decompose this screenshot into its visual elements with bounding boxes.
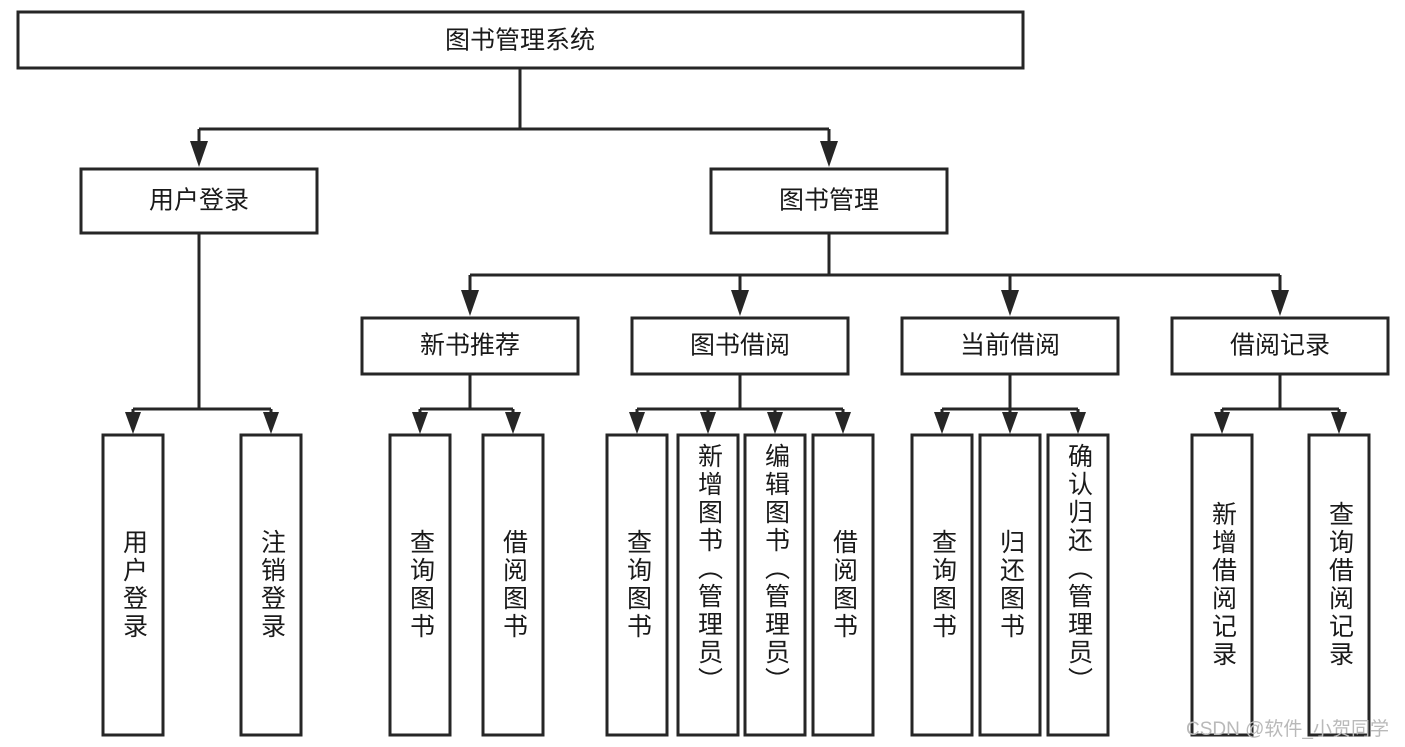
leaf-box-user-login-2[interactable] bbox=[239, 433, 303, 737]
arrow-book-borrow-leaf-4 bbox=[835, 412, 851, 434]
leaf-box-current-borrow-1[interactable] bbox=[910, 433, 974, 737]
arrow-to-user-login bbox=[190, 141, 208, 167]
connector-group-root-to-level2 bbox=[190, 68, 838, 167]
arrow-current-borrow-leaf-1 bbox=[934, 412, 950, 434]
leaf-boxes-borrow-record bbox=[1190, 433, 1371, 737]
arrow-new-book-rec-leaf-2 bbox=[505, 412, 521, 434]
node-borrow-record-box[interactable] bbox=[1170, 316, 1390, 376]
node-current-borrow[interactable]: 当前借阅 bbox=[900, 316, 1120, 376]
arrow-to-current-borrow bbox=[1001, 290, 1019, 316]
node-book-borrow-label: 图书借阅 bbox=[690, 332, 790, 360]
leaf-box-borrow-record-2[interactable] bbox=[1307, 433, 1371, 737]
leaf-boxes-book-borrow bbox=[605, 433, 875, 737]
connector-group-borrow-record-to-leaves bbox=[1214, 374, 1347, 434]
leaf-box-borrow-record-1[interactable] bbox=[1190, 433, 1254, 737]
connector-group-new-book-rec-to-leaves bbox=[412, 374, 521, 434]
leaf-box-book-borrow-2[interactable] bbox=[676, 433, 740, 737]
connector-group-user-login-to-leaves bbox=[125, 233, 279, 434]
arrow-to-borrow-record bbox=[1271, 290, 1289, 316]
leaf-box-book-borrow-1[interactable] bbox=[605, 433, 669, 737]
leaf-box-book-borrow-3[interactable] bbox=[743, 433, 807, 737]
leaf-box-current-borrow-3[interactable] bbox=[1046, 433, 1110, 737]
arrow-to-book-borrow bbox=[731, 290, 749, 316]
arrow-to-book-manage bbox=[820, 141, 838, 167]
leaf-box-user-login-1[interactable] bbox=[101, 433, 165, 737]
arrow-new-book-rec-leaf-1 bbox=[412, 412, 428, 434]
node-book-manage-label: 图书管理 bbox=[779, 187, 879, 215]
arrow-borrow-record-leaf-1 bbox=[1214, 412, 1230, 434]
arrow-user-login-leaf-1 bbox=[125, 412, 141, 434]
arrow-borrow-record-leaf-2 bbox=[1331, 412, 1347, 434]
leaf-boxes-user-login bbox=[101, 433, 303, 737]
node-root[interactable]: 图书管理系统 bbox=[16, 10, 1025, 70]
leaf-box-book-borrow-4[interactable] bbox=[811, 433, 875, 737]
leaf-box-current-borrow-2[interactable] bbox=[978, 433, 1042, 737]
leaf-boxes-new-book-rec bbox=[388, 433, 545, 737]
arrow-book-borrow-leaf-2 bbox=[700, 412, 716, 434]
arrow-book-borrow-leaf-3 bbox=[767, 412, 783, 434]
leaf-box-new-book-rec-1[interactable] bbox=[388, 433, 452, 737]
arrow-to-new-book-rec bbox=[461, 290, 479, 316]
arrow-current-borrow-leaf-3 bbox=[1070, 412, 1086, 434]
node-root-label: 图书管理系统 bbox=[445, 27, 595, 55]
node-user-login-label: 用户登录 bbox=[149, 187, 249, 215]
node-book-manage[interactable]: 图书管理 bbox=[709, 167, 949, 235]
arrow-user-login-leaf-2 bbox=[263, 412, 279, 434]
node-book-borrow-box[interactable] bbox=[630, 316, 850, 376]
leaf-boxes-current-borrow bbox=[910, 433, 1110, 737]
node-new-book-rec[interactable]: 新书推荐 bbox=[360, 316, 580, 376]
node-new-book-rec-label: 新书推荐 bbox=[420, 332, 520, 360]
node-root-box[interactable] bbox=[16, 10, 1025, 70]
node-new-book-rec-box[interactable] bbox=[360, 316, 580, 376]
arrow-book-borrow-leaf-1 bbox=[629, 412, 645, 434]
node-borrow-record-label: 借阅记录 bbox=[1230, 332, 1330, 360]
node-user-login-box[interactable] bbox=[79, 167, 319, 235]
node-book-manage-box[interactable] bbox=[709, 167, 949, 235]
node-current-borrow-box[interactable] bbox=[900, 316, 1120, 376]
connector-group-book-manage-to-level3 bbox=[461, 233, 1289, 316]
leaf-box-new-book-rec-2[interactable] bbox=[481, 433, 545, 737]
node-borrow-record[interactable]: 借阅记录 bbox=[1170, 316, 1390, 376]
connector-group-book-borrow-to-leaves bbox=[629, 374, 851, 434]
node-user-login[interactable]: 用户登录 bbox=[79, 167, 319, 235]
arrow-current-borrow-leaf-2 bbox=[1002, 412, 1018, 434]
node-current-borrow-label: 当前借阅 bbox=[960, 332, 1060, 360]
connector-group-current-borrow-to-leaves bbox=[934, 374, 1086, 434]
node-book-borrow[interactable]: 图书借阅 bbox=[630, 316, 850, 376]
